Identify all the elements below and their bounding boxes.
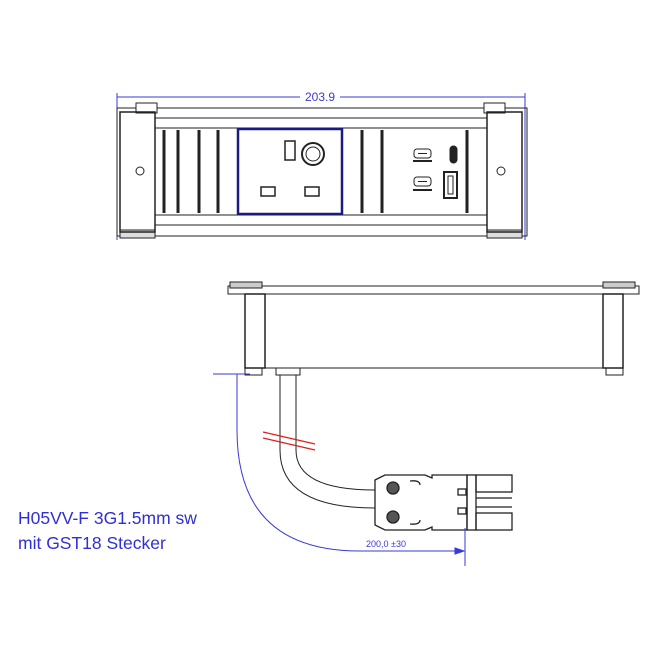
screw-left-icon (135, 166, 145, 176)
cable-break-mark (262, 431, 316, 451)
top-view (116, 93, 528, 240)
side-view (213, 281, 640, 566)
left-end-cap (119, 111, 156, 233)
cable-spec-line2: mit GST18 Stecker (18, 533, 166, 553)
cable-gland (275, 367, 301, 376)
socket-switch (284, 140, 296, 161)
screw-right-icon (496, 166, 506, 176)
cable-spec-line1: H05VV-F 3G1.5mm sw (18, 508, 197, 528)
socket-pin-left (260, 186, 276, 197)
usb-c-charge-icon (413, 148, 432, 162)
top-right-tab (483, 102, 506, 114)
bottom-right-tab (486, 229, 523, 239)
top-plate (227, 285, 640, 295)
cable-outline-inner (295, 375, 376, 491)
uk-socket-frame (236, 127, 344, 216)
vent-slots (162, 130, 469, 213)
cable-outline-outer (279, 375, 376, 509)
cable-length-dimension-line (213, 373, 466, 566)
cable-length-dimension: 200,0 ±30 (366, 539, 406, 549)
top-left-tab (135, 102, 158, 114)
socket-pin-right (304, 186, 320, 197)
usb-a-port (443, 171, 458, 199)
gst18-connector (374, 474, 513, 531)
right-end-cap (486, 111, 523, 233)
bottom-left-tab (119, 229, 156, 239)
width-dimension: 203.9 (305, 90, 335, 104)
indicator-icon (301, 142, 325, 166)
usb-a-charge-icon (413, 176, 432, 191)
side-body (244, 293, 624, 369)
housing-outline (116, 107, 528, 237)
usb-c-port (449, 145, 458, 164)
